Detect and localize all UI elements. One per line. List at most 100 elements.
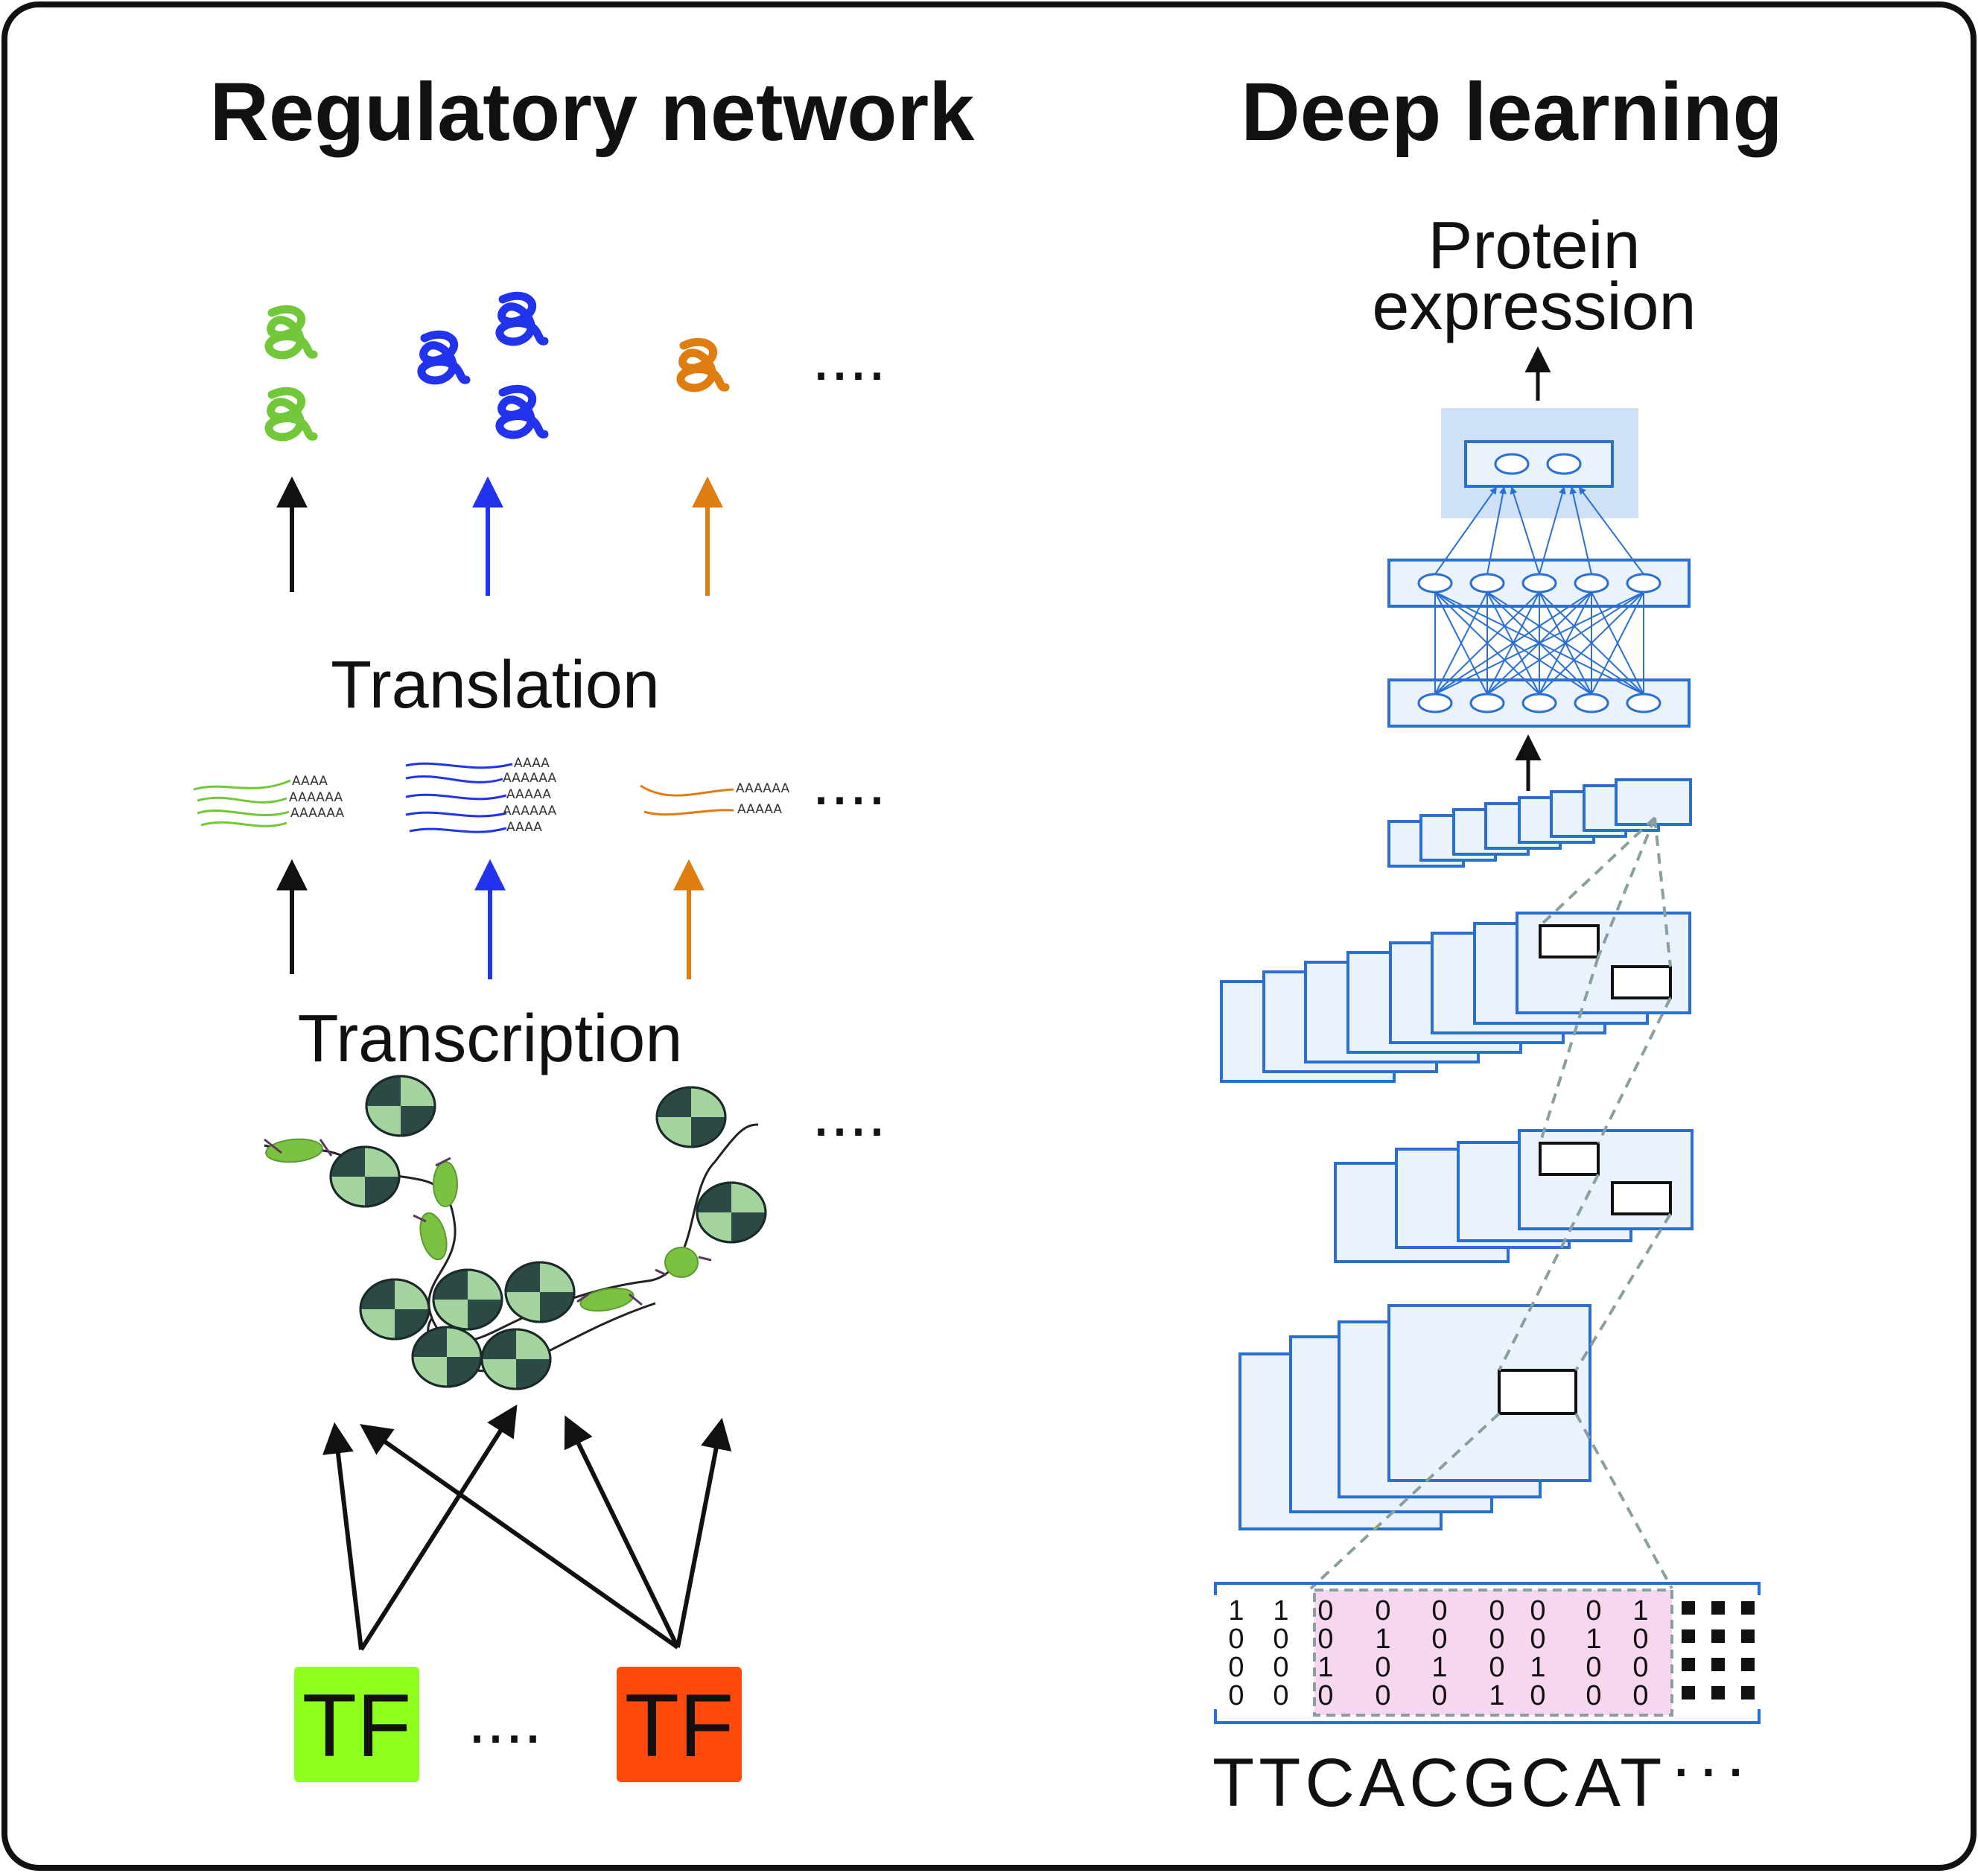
conv-2-filter-window bbox=[1611, 1181, 1672, 1215]
matrix-cell: 0 bbox=[1632, 1624, 1648, 1655]
matrix-cell: 0 bbox=[1586, 1652, 1601, 1683]
dense-neuron bbox=[1521, 693, 1557, 713]
matrix-cell: 0 bbox=[1375, 1595, 1390, 1627]
dense-layer-1-neurons bbox=[1417, 693, 1661, 713]
dense-neuron bbox=[1626, 573, 1661, 594]
matrix-cell: 1 bbox=[1375, 1624, 1390, 1655]
mrna-orange-tails: AAAAAA AAAAA bbox=[736, 781, 790, 817]
mrna-green-group bbox=[193, 779, 291, 827]
dense-neuron bbox=[1626, 693, 1661, 713]
matrix-cell: 0 bbox=[1489, 1652, 1504, 1683]
mrna-orange-group bbox=[640, 784, 734, 816]
pooled-feature-maps bbox=[1387, 778, 1692, 868]
mrna-green-tails: AAAA AAAAAA AAAAAA bbox=[289, 774, 345, 821]
conv-layer-1-maps bbox=[1238, 1304, 1591, 1530]
dense-neuron bbox=[1417, 693, 1453, 713]
deep-learning-title: Deep learning bbox=[1241, 66, 1782, 158]
matrix-cell: 1 bbox=[1431, 1652, 1447, 1683]
matrix-cell: 0 bbox=[1431, 1624, 1447, 1655]
sliding-window bbox=[1313, 1589, 1673, 1717]
matrix-cell: 0 bbox=[1431, 1595, 1447, 1627]
dense-connection bbox=[1434, 591, 1488, 695]
matrix-cell: 0 bbox=[1228, 1624, 1244, 1655]
dense-connection bbox=[1434, 591, 1644, 695]
output-connection bbox=[1486, 486, 1507, 575]
nucleosome-icon bbox=[696, 1181, 767, 1244]
transcription-label: Transcription bbox=[298, 1002, 683, 1076]
output-neuron bbox=[1546, 453, 1582, 475]
matrix-cell: 1 bbox=[1228, 1595, 1244, 1627]
mrna-blue-group bbox=[405, 762, 513, 833]
matrix-cell: 0 bbox=[1375, 1652, 1390, 1683]
chromatin bbox=[264, 1075, 767, 1390]
dense-neuron bbox=[1574, 573, 1609, 594]
matrix-cell: 0 bbox=[1632, 1652, 1648, 1683]
dense-neuron bbox=[1574, 693, 1609, 713]
output-connection bbox=[1569, 486, 1592, 575]
dense-connection bbox=[1434, 591, 1540, 695]
dense-connection bbox=[1539, 591, 1644, 695]
matrix-cell: 1 bbox=[1489, 1680, 1504, 1711]
svg-text:AAAAAA: AAAAAA bbox=[503, 804, 557, 818]
svg-text:AAAAA: AAAAA bbox=[506, 787, 551, 802]
nucleosome-icon bbox=[411, 1326, 483, 1388]
dense-connection bbox=[1434, 591, 1592, 695]
nucleosome-icon bbox=[655, 1086, 727, 1148]
matrix-cell: 0 bbox=[1317, 1624, 1333, 1655]
dense-neuron bbox=[1521, 573, 1557, 594]
mrna-blue-tails: AAAA AAAAAA AAAAA AAAAAA AAAA bbox=[503, 756, 557, 835]
matrix-cell: 1 bbox=[1273, 1595, 1288, 1627]
matrix-cell: 1 bbox=[1586, 1624, 1601, 1655]
output-label-line2: expression bbox=[1372, 270, 1696, 344]
matrix-cell: 1 bbox=[1317, 1652, 1333, 1683]
matrix-cell: 0 bbox=[1228, 1652, 1244, 1683]
receptive-field-lines bbox=[1309, 816, 1673, 1590]
matrix-cell: 1 bbox=[1530, 1652, 1545, 1683]
tf-ellipsis: .... bbox=[468, 1683, 542, 1758]
matrix-cell: 0 bbox=[1273, 1680, 1288, 1711]
matrix-continuation bbox=[1682, 1601, 1755, 1699]
matrix-cell: 0 bbox=[1228, 1680, 1244, 1711]
nucleosome-icon bbox=[365, 1075, 436, 1137]
tf-right-box: TF bbox=[617, 1667, 742, 1782]
matrix-cell: 0 bbox=[1431, 1680, 1447, 1711]
output-label-line1: Protein bbox=[1428, 209, 1640, 283]
dense-neuron bbox=[1469, 693, 1505, 713]
dna-sequence: TTCACGCAT bbox=[1212, 1745, 1666, 1821]
svg-text:TF: TF bbox=[625, 1676, 734, 1775]
chromatin-ellipsis: .... bbox=[812, 1076, 886, 1151]
svg-text:AAAA: AAAA bbox=[514, 756, 550, 771]
svg-text:AAAA: AAAA bbox=[506, 820, 542, 835]
matrix-cell: 0 bbox=[1273, 1652, 1288, 1683]
svg-text:AAAAAA: AAAAAA bbox=[503, 771, 557, 786]
matrix-cell: 0 bbox=[1632, 1680, 1648, 1711]
svg-text:AAAAA: AAAAA bbox=[737, 802, 782, 817]
translation-label: Translation bbox=[331, 648, 660, 722]
sequence-ellipsis: ··· bbox=[1670, 1730, 1752, 1806]
output-layer bbox=[1464, 440, 1614, 488]
nucleosome-icon bbox=[480, 1328, 552, 1390]
dense-connection bbox=[1591, 591, 1644, 695]
matrix-cell: 0 bbox=[1530, 1595, 1545, 1627]
matrix-cell: 0 bbox=[1586, 1680, 1601, 1711]
output-connection bbox=[1539, 486, 1566, 575]
output-connection bbox=[1434, 486, 1498, 575]
svg-text:AAAAAA: AAAAAA bbox=[736, 781, 790, 796]
dense-layer-2-neurons bbox=[1417, 573, 1661, 594]
matrix-cell: 0 bbox=[1489, 1624, 1504, 1655]
svg-text:AAAAAA: AAAAAA bbox=[290, 806, 345, 821]
regulatory-network-title: Regulatory network bbox=[210, 66, 976, 158]
dense-connections bbox=[1434, 591, 1644, 695]
conv-3-filter-window bbox=[1539, 924, 1600, 958]
nucleosome-icon bbox=[432, 1268, 503, 1331]
conv-2-filter-window bbox=[1539, 1142, 1600, 1176]
nucleosome-icon bbox=[504, 1261, 576, 1323]
matrix-cell: 0 bbox=[1489, 1595, 1504, 1627]
dense-neuron bbox=[1417, 573, 1453, 594]
matrix-cell: 0 bbox=[1317, 1680, 1333, 1711]
svg-text:AAAA: AAAA bbox=[292, 774, 328, 789]
output-connection bbox=[1578, 486, 1644, 575]
